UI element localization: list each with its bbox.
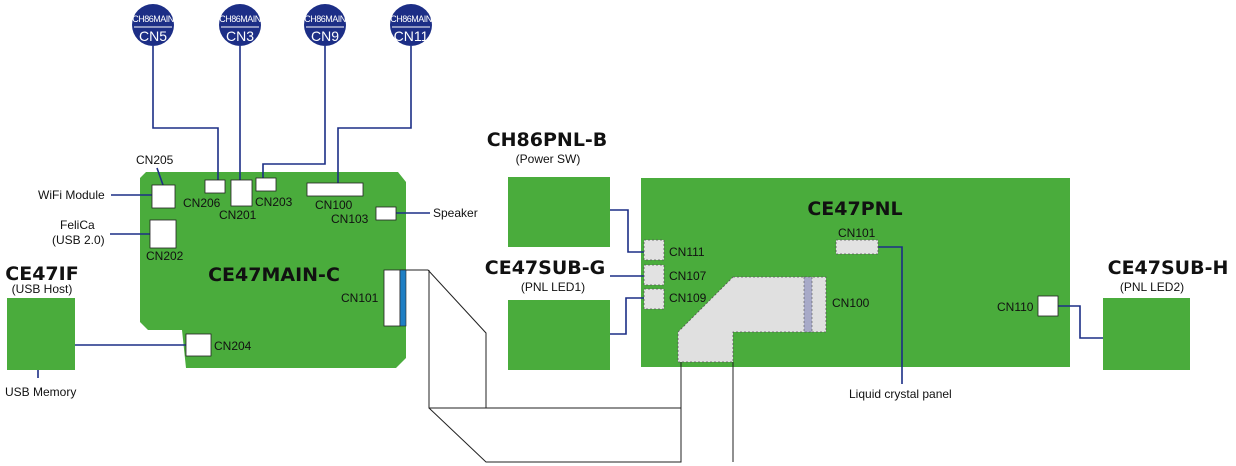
label-cn110: CN110 — [997, 300, 1034, 314]
label-cn103: CN103 — [331, 212, 369, 226]
badge-cn5: CH86MAIN CN5 — [132, 4, 174, 46]
label-felica-usb: (USB 2.0) — [52, 233, 105, 247]
title-ce47sub-g: CE47SUB-G — [485, 257, 605, 279]
board-ce47if — [7, 298, 75, 370]
badge-cn5-bottom: CN5 — [139, 28, 167, 44]
board-ce47main-c — [140, 172, 406, 368]
connector-cn111 — [643, 239, 665, 261]
connector-cn205 — [151, 184, 176, 209]
wire-subh — [1058, 305, 1103, 339]
title-ce47pnl: CE47PNL — [807, 198, 902, 220]
connector-cn107 — [643, 264, 665, 286]
lcd-flex-strip — [803, 276, 813, 333]
subtitle-ch86pnl-b: (Power SW) — [516, 152, 581, 166]
badge-cn9: CH86MAIN CN9 — [304, 4, 346, 46]
board-ch86pnl-b — [508, 177, 610, 247]
label-liquid-crystal-panel: Liquid crystal panel — [849, 387, 952, 401]
label-cn100-main: CN100 — [315, 198, 353, 212]
flex-cable — [400, 269, 734, 463]
connector-cn204 — [185, 333, 212, 357]
badge-cn5-top: CH86MAIN — [132, 14, 174, 24]
connector-cn101-main — [383, 269, 401, 327]
connector-cn203 — [255, 177, 277, 192]
wire-cn9 — [262, 46, 326, 178]
label-cn202: CN202 — [146, 249, 184, 263]
wire-subg — [610, 297, 644, 335]
wire-cn5 — [152, 46, 219, 180]
label-cn107: CN107 — [669, 269, 707, 283]
badge-cn3-top: CH86MAIN — [219, 14, 261, 24]
title-ce47main-c: CE47MAIN-C — [208, 264, 340, 286]
label-cn205: CN205 — [136, 153, 174, 167]
label-cn101-main: CN101 — [341, 291, 379, 305]
title-ce47sub-h: CE47SUB-H — [1108, 257, 1229, 279]
connector-cn100-main — [306, 182, 364, 197]
badge-cn11-bottom: CN11 — [394, 28, 429, 44]
badge-cn3: CH86MAIN CN3 — [219, 4, 261, 46]
badge-cn9-top: CH86MAIN — [304, 14, 346, 24]
wire-lcd — [878, 246, 903, 384]
wire-pnlb — [610, 209, 644, 253]
title-ce47if: CE47IF — [5, 263, 78, 285]
connector-cn103 — [375, 206, 397, 221]
lcd-flex — [677, 276, 827, 363]
title-ch86pnl-b: CH86PNL-B — [487, 129, 608, 151]
connector-cn110 — [1037, 295, 1059, 317]
subtitle-ce47if: (USB Host) — [12, 282, 73, 296]
label-cn101-pnl: CN101 — [838, 226, 876, 240]
label-cn203: CN203 — [255, 195, 293, 209]
board-ce47sub-g — [508, 300, 610, 370]
connector-cn101-main-blue — [399, 269, 407, 327]
badge-cn9-bottom: CN9 — [311, 28, 339, 44]
connector-cn201 — [230, 179, 253, 207]
label-speaker: Speaker — [433, 206, 478, 220]
badge-cn11: CH86MAIN CN11 — [390, 4, 432, 46]
label-felica: FeliCa — [60, 218, 95, 232]
connector-cn101-pnl — [835, 239, 879, 255]
board-ce47sub-h — [1103, 298, 1190, 370]
subtitle-ce47sub-g: (PNL LED1) — [521, 280, 585, 294]
wire-cn11 — [337, 46, 412, 183]
badge-cn3-bottom: CN3 — [226, 28, 254, 44]
label-cn204: CN204 — [214, 339, 252, 353]
label-cn109: CN109 — [669, 291, 707, 305]
label-cn111: CN111 — [669, 245, 705, 259]
label-cn206: CN206 — [183, 196, 221, 210]
connector-cn109 — [643, 288, 665, 310]
subtitle-ce47sub-h: (PNL LED2) — [1120, 280, 1184, 294]
label-wifi-module: WiFi Module — [38, 188, 105, 202]
connector-cn202 — [149, 219, 177, 249]
connector-cn206 — [204, 179, 226, 194]
wire-cn205 — [156, 167, 164, 186]
badge-cn11-top: CH86MAIN — [390, 14, 432, 24]
label-cn201: CN201 — [219, 208, 257, 222]
label-usb-memory: USB Memory — [5, 385, 76, 399]
label-cn100-pnl: CN100 — [832, 296, 870, 310]
